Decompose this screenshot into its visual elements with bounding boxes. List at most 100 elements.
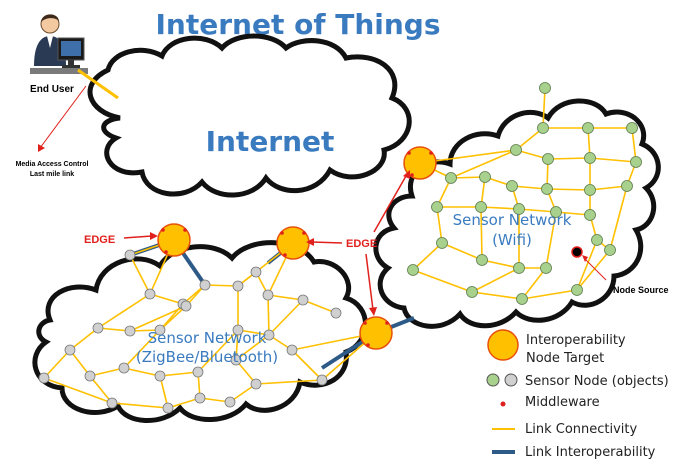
link-connectivity	[471, 291, 523, 300]
diagram-title: Internet of Things	[155, 8, 440, 41]
edge-arrow-to-middle-node-head	[306, 238, 314, 246]
link-connectivity	[291, 349, 323, 381]
link-connectivity	[197, 329, 239, 373]
end-user-icon	[30, 14, 88, 74]
sensor-node-gray	[38, 372, 50, 384]
interop-node-bottom	[359, 316, 393, 350]
link-connectivity	[149, 293, 184, 305]
edge-label-right: EDGE	[346, 238, 377, 250]
sensor-node-gray	[297, 294, 309, 306]
sensor-node-gray	[118, 362, 130, 374]
sensor-node-gray	[232, 324, 244, 336]
sensor-node-green	[475, 201, 487, 213]
end-user-label: End User	[30, 84, 74, 95]
middleware-dot	[164, 250, 168, 254]
wifi-network-label-line1: Sensor Network	[453, 211, 572, 229]
link-connectivity	[159, 375, 169, 409]
sensor-node-gray	[144, 288, 156, 300]
interop-node-top	[403, 146, 437, 180]
middleware-dot	[429, 151, 433, 155]
legend-middleware: Middleware	[525, 395, 600, 410]
link-connectivity	[521, 267, 547, 300]
sensor-node-green	[479, 171, 491, 183]
legend-middleware-icon	[500, 401, 506, 407]
sensor-node-green	[407, 264, 419, 276]
sensor-node-gray	[232, 280, 244, 292]
middleware-dot	[280, 231, 284, 235]
link-connectivity	[481, 259, 520, 269]
wifi-network-label-line2: (Wifi)	[492, 231, 532, 249]
sensor-node-gray	[330, 307, 342, 319]
middleware-dot	[407, 151, 411, 155]
link-connectivity	[546, 188, 591, 191]
sensor-node-gray	[316, 374, 328, 386]
sensor-node-green	[584, 209, 596, 221]
middleware-dot	[366, 343, 370, 347]
sensor-node-green	[630, 156, 642, 168]
sensor-node-gray	[250, 266, 262, 278]
node-source-dot	[571, 246, 583, 258]
middleware-dot	[410, 173, 414, 177]
sensor-node-gray	[286, 344, 298, 356]
sensor-node-gray	[230, 354, 242, 366]
link-connectivity	[589, 157, 637, 163]
link-connectivity	[518, 208, 557, 213]
sensor-node-gray	[64, 344, 76, 356]
sensor-node-gray	[124, 325, 136, 337]
sensor-node-green	[584, 152, 596, 164]
link-connectivity	[412, 242, 443, 271]
interop-node-left	[157, 223, 191, 257]
middleware-dot	[283, 253, 287, 257]
link-connectivity	[547, 157, 591, 160]
sensor-node-green	[584, 184, 596, 196]
mac-note-line2: Last mile link	[30, 171, 74, 178]
legend-interop-line1: Interoperability	[526, 333, 626, 348]
link-connectivity	[167, 397, 201, 409]
link-connectivity	[129, 254, 151, 295]
edge-arrow-left-head	[150, 232, 158, 240]
sensor-node-green	[542, 153, 554, 165]
sensor-node-green	[476, 254, 488, 266]
sensor-node-green	[541, 183, 553, 195]
middleware-dot	[363, 321, 367, 325]
legend: Interoperability Node Target Sensor Node…	[486, 329, 669, 459]
middleware-dot	[302, 231, 306, 235]
link-connectivity	[111, 402, 169, 409]
sensor-node-green	[582, 122, 594, 134]
edge-arrow-to-bottom-node	[365, 253, 374, 311]
mac-note-line1: Media Access Control	[16, 161, 89, 168]
sensor-node-gray	[106, 397, 118, 409]
sensor-node-green	[550, 206, 562, 218]
link-connectivity	[255, 379, 323, 385]
sensor-node-green	[604, 244, 616, 256]
sensor-node-gray	[199, 279, 211, 291]
sensor-node-gray	[250, 378, 262, 390]
link-connectivity	[441, 242, 483, 261]
sensor-node-gray	[180, 300, 192, 312]
middleware-dot	[161, 228, 165, 232]
link-connectivity	[235, 334, 270, 361]
zigbee-network-label-line1: Sensor Network	[148, 329, 267, 347]
link-connectivity	[589, 185, 628, 191]
link-connectivity	[609, 185, 628, 251]
link-connectivity	[204, 284, 239, 287]
edge-arrow-to-middle-node	[311, 241, 343, 244]
sensor-node-gray	[224, 396, 236, 408]
sensor-node-gray	[154, 324, 166, 336]
edge-arrow-to-top-node-head	[403, 170, 410, 179]
link-connectivity	[450, 149, 517, 179]
link-connectivity	[89, 375, 113, 404]
zigbee-network-label-line2: (ZigBee/Bluetooth)	[136, 348, 278, 366]
link-connectivity	[129, 305, 187, 332]
sensor-node-green	[466, 286, 478, 298]
link-connectivity	[123, 329, 161, 369]
sensor-node-green	[510, 144, 522, 156]
link-connectivity	[43, 349, 71, 379]
node-source-label: Node Source	[613, 285, 669, 295]
last-mile-pointer-head	[38, 144, 45, 152]
link-connectivity	[436, 206, 443, 244]
middleware-dot	[385, 321, 389, 325]
link-connectivity	[268, 299, 304, 336]
sensor-node-gray	[263, 329, 275, 341]
